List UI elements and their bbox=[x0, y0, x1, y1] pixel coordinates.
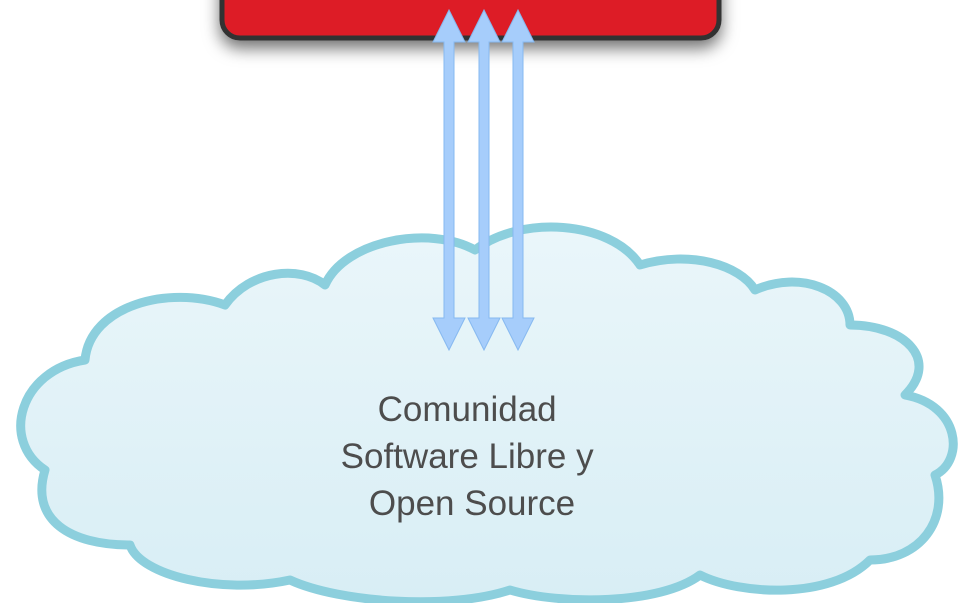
bidirectional-arrow-1 bbox=[432, 8, 466, 352]
cloud-text-line-3: Open Source bbox=[369, 484, 575, 523]
top-box-shape bbox=[219, 0, 722, 41]
cloud-text-line-2: Software Libre y bbox=[341, 437, 594, 476]
cloud: Comunidad Software Libre y Open Source bbox=[16, 222, 958, 603]
top-box bbox=[219, 0, 722, 41]
bidirectional-arrow-2 bbox=[467, 8, 501, 352]
svg-text:Comunidad Software Libre: Comunidad Software Libre y Open Source bbox=[341, 390, 604, 523]
cloud-shape bbox=[16, 222, 958, 603]
cloud-text-line-1: Comunidad bbox=[378, 390, 557, 429]
bidirectional-arrow-3 bbox=[501, 8, 535, 352]
arrows bbox=[432, 8, 535, 352]
